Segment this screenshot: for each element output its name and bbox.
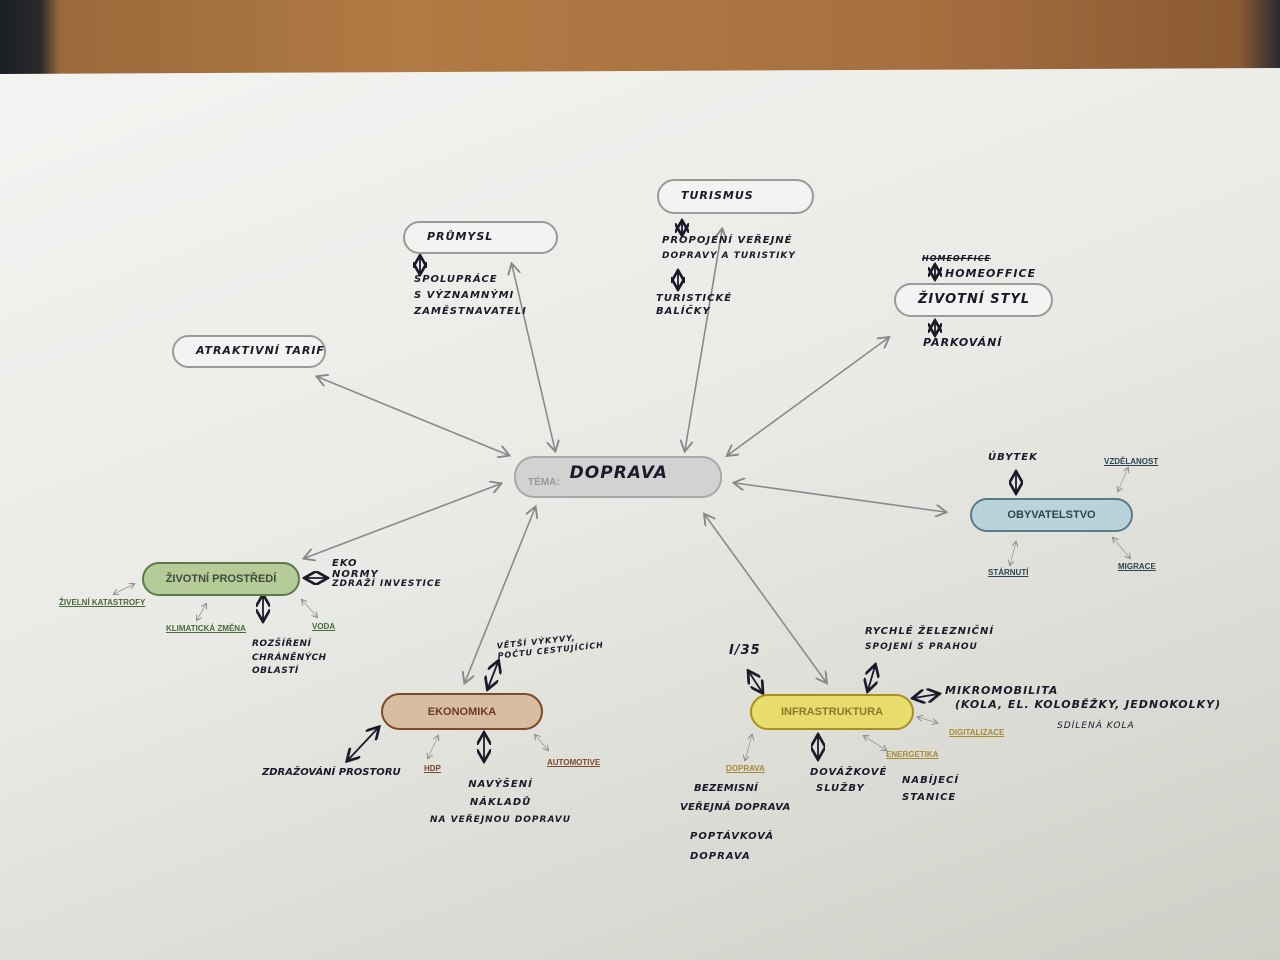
note-zdrazovani: ZDRAŽOVÁNÍ PROSTORU [262,767,401,778]
note-line: SPOJENÍ S PRAHOU [865,642,978,652]
note-line: SLUŽBY [816,783,865,794]
node-obyvatelstvo[interactable]: OBYVATELSTVO [970,498,1133,532]
note-line: DOPRAVA [690,851,751,862]
note-line: CHRÁNĚNÝCH [252,652,327,663]
label-migrace: MIGRACE [1118,562,1156,571]
note-line: TURISTICKÉ [656,293,733,304]
node-zivotni-styl-label: ŽIVOTNÍ STYL [918,292,1031,308]
node-turismus-label: TURISMUS [681,189,754,203]
note-prumysl: SPOLUPRÁCE S VÝZNAMNÝMI ZAMĚSTNAVATELI [414,272,527,320]
note-line: VEŘEJNÁ DOPRAVA [680,802,791,813]
note-line: EKO [332,558,358,569]
note-line: NORMY [332,569,379,580]
note-dovazkove: DOVÁŽKOVÉ SLUŽBY [810,765,887,797]
label-hdp: HDP [424,764,441,773]
note-line: S VÝZNAMNÝMI [414,290,515,301]
note-rychle-zeleznicni: RYCHLÉ ŽELEZNIČNÍ SPOJENÍ S PRAHOU [865,624,994,654]
note-line: NÁKLADŮ [469,797,532,808]
note-rozsireni: ROZŠÍŘENÍ CHRÁNĚNÝCH OBLASTÍ [252,638,327,679]
label-voda: VODA [312,622,336,631]
note-line: BALÍČKY [656,306,711,317]
note-parkovani: PARKOVÁNÍ [923,336,1003,349]
note-line: POPTÁVKOVÁ [690,831,775,842]
node-atraktivni-tarif[interactable]: ATRAKTIVNÍ TARIF [172,335,326,368]
label-automotive: AUTOMOTIVE [547,758,601,767]
note-line: ROZŠÍŘENÍ [252,639,312,649]
node-label: INFRASTRUKTURA [780,706,884,718]
note-ubytek: ÚBYTEK [988,452,1038,463]
note-nabijeci: NABÍJECÍ STANICE [902,772,959,806]
note-line: ZAMĚSTNAVATELI [414,306,527,317]
note-navyseni: NAVÝŠENÍ NÁKLADŮ NA VEŘEJNOU DOPRAVU [430,776,571,828]
note-sdilena-kola: SDÍLENÁ KOLA [1057,721,1135,731]
node-label: EKONOMIKA [427,705,497,718]
note-i35: I/35 [729,643,761,658]
note-line: DOVÁŽKOVÉ [810,767,888,778]
label-energetika: ENERGETIKA [886,750,939,759]
note-turismus-1: PROPOJENÍ VEŘEJNÉ DOPRAVY A TURISTIKY [662,233,796,263]
note-turismus-2: TURISTICKÉ BALÍČKY [656,292,732,318]
label-starnuti: STÁRNUTÍ [988,568,1029,577]
node-infrastruktura[interactable]: INFRASTRUKTURA [750,694,914,730]
node-atraktivni-tarif-label: ATRAKTIVNÍ TARIF [196,344,325,358]
note-homeoffice: HOMEOFFICE [945,267,1037,280]
node-turismus[interactable]: TURISMUS [657,179,814,214]
note-poptavkova: POPTÁVKOVÁ DOPRAVA [690,827,774,867]
node-label: ŽIVOTNÍ PROSTŘEDÍ [165,573,277,585]
topic-label: TÉMA: [528,476,560,488]
label-digitalizace: DIGITALIZACE [949,728,1005,737]
node-label: OBYVATELSTVO [1007,509,1096,521]
topic-title: DOPRAVA [569,463,668,484]
node-prumysl[interactable]: PRŮMYSL [403,221,558,254]
note-bezemisni: BEZEMISNÍ VEŘEJNÁ DOPRAVA [680,779,791,817]
note-line: ZDRAŽÍ INVESTICE [332,579,442,589]
label-doprava: DOPRAVA [726,764,765,773]
node-zivotni-prostredi[interactable]: ŽIVOTNÍ PROSTŘEDÍ [142,562,300,596]
node-zivotni-styl[interactable]: ŽIVOTNÍ STYL [894,283,1053,317]
note-line: NAVÝŠENÍ [468,779,533,790]
note-line: NABÍJECÍ [902,775,960,786]
note-line: PROPOJENÍ VEŘEJNÉ [662,235,793,246]
note-line: BEZEMISNÍ [694,783,759,794]
note-line: STANICE [902,792,957,803]
node-ekonomika[interactable]: EKONOMIKA [381,693,543,730]
center-topic-node[interactable]: TÉMA: DOPRAVA [514,456,722,498]
label-klimaticka-zmena: KLIMATICKÁ ZMĚNA [166,624,246,633]
note-line: MIKROMOBILITA [945,684,1059,697]
note-line: OBLASTÍ [252,666,299,676]
note-line: RYCHLÉ ŽELEZNIČNÍ [865,626,995,637]
label-vzdelanost: VZDĚLANOST [1104,457,1159,466]
note-line: SPOLUPRÁCE [414,274,498,285]
main-arrows [305,230,945,682]
note-mikromobilita: MIKROMOBILITA(KOLA, EL. KOLOBĚŽKY, JEDNO… [945,684,1221,713]
node-prumysl-label: PRŮMYSL [427,230,494,244]
note-line: (KOLA, EL. KOLOBĚŽKY, JEDNOKOLKY) [955,698,1222,712]
note-line: NA VEŘEJNOU DOPRAVU [430,815,572,825]
label-zivelni-katastrofy: ŽIVELNÍ KATASTROFY [59,598,146,607]
note-line: DOPRAVY A TURISTIKY [662,251,796,261]
note-homeoffice-crossed: HOMEOFFICE [922,254,991,263]
